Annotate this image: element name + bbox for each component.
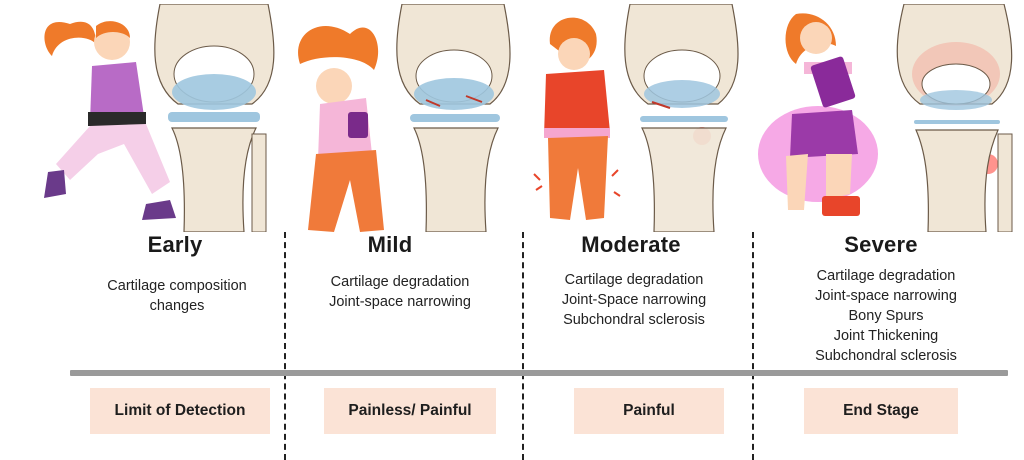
feature-text: Joint-Space narrowing (561, 292, 707, 308)
outcome-label: Painless/ Painful (348, 402, 472, 419)
jogging-woman-icon (44, 21, 176, 220)
stage-severe: Severe Cartilage degradation Joint-space… (756, 0, 1022, 460)
feature-text: Subchondral sclerosis (815, 348, 957, 364)
stage-divider (284, 232, 286, 460)
stage-early: Early Cartilage composition changes Limi… (0, 0, 280, 460)
outcome-label: Painful (623, 402, 675, 419)
seated-woman-reading-icon (758, 13, 878, 216)
stage-title-early: Early (147, 232, 203, 257)
stage-features-moderate: Cartilage degradation Joint-Space narrow… (534, 270, 734, 330)
feature-text: changes (149, 298, 205, 314)
feature-text: Cartilage degradation (564, 272, 704, 288)
stage-moderate: Moderate Cartilage degradation Joint-Spa… (526, 0, 752, 460)
stage-moderate-illustration (533, 4, 739, 232)
feature-text: Joint-space narrowing (815, 288, 957, 304)
feature-text: Cartilage degradation (330, 274, 470, 290)
mild-oa-knee-icon (396, 4, 511, 232)
outcome-label: End Stage (843, 402, 919, 419)
moderate-oa-knee-icon (624, 4, 739, 232)
stage-title-mild: Mild (367, 232, 413, 257)
stage-title-moderate: Moderate (581, 232, 681, 257)
outcome-box-early: Limit of Detection (90, 388, 270, 434)
stage-mild: Mild Cartilage degradation Joint-space n… (290, 0, 520, 460)
feature-text: Joint-space narrowing (329, 294, 471, 310)
outcome-label: Limit of Detection (114, 402, 246, 419)
outcome-box-severe: End Stage (804, 388, 958, 434)
book-icon (810, 56, 856, 108)
feature-text: Joint Thickening (833, 328, 939, 344)
woman-in-pain-icon (533, 17, 621, 220)
outcome-box-moderate: Painful (574, 388, 724, 434)
stage-features-severe: Cartilage degradation Joint-space narrow… (786, 266, 986, 366)
tired-woman-icon (298, 25, 384, 232)
feature-text: Bony Spurs (848, 308, 924, 324)
stage-features-early: Cartilage composition changes (72, 276, 282, 316)
feature-text: Subchondral sclerosis (563, 312, 705, 328)
feature-text: Cartilage degradation (816, 268, 956, 284)
healthy-knee-icon (154, 4, 275, 232)
stage-mild-illustration (298, 4, 511, 232)
stage-title-severe: Severe (844, 232, 918, 257)
severe-oa-knee-icon (896, 4, 1013, 232)
stage-divider (752, 232, 754, 460)
stage-severe-illustration (758, 4, 1013, 232)
stage-features-mild: Cartilage degradation Joint-space narrow… (300, 272, 500, 312)
outcome-box-mild: Painless/ Painful (324, 388, 496, 434)
stage-early-illustration (44, 4, 275, 232)
timeline-bar (70, 370, 1008, 376)
stage-divider (522, 232, 524, 460)
feature-text: Cartilage composition (107, 278, 247, 294)
